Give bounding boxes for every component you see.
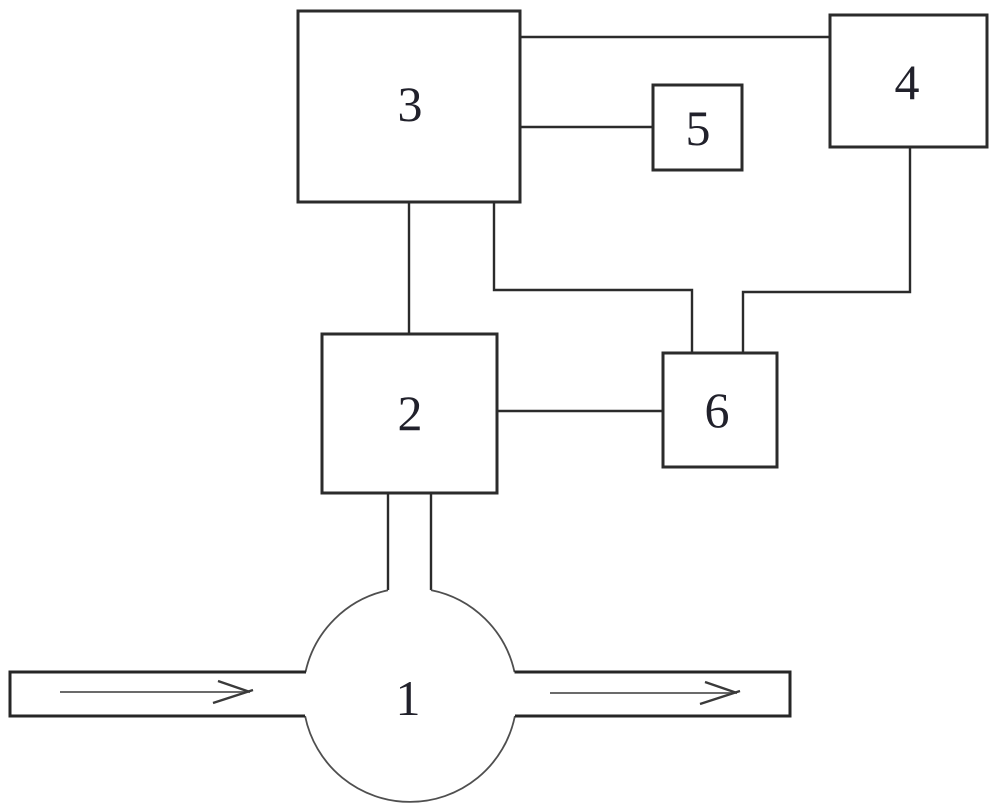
flow-arrow-inlet-upper-barb bbox=[217, 679, 251, 694]
flow-arrow-inlet-lower-barb bbox=[212, 688, 254, 705]
pipe-right bbox=[514, 670, 792, 718]
block-5-rect bbox=[651, 83, 744, 172]
block-6-rect bbox=[661, 351, 779, 469]
block-4-rect bbox=[828, 13, 989, 149]
block-4-label: 4 bbox=[895, 54, 920, 110]
block-2-rect bbox=[320, 332, 499, 495]
block-1-label: 1 bbox=[396, 670, 421, 726]
block-6-label: 6 bbox=[705, 382, 730, 438]
flow-arrow-outlet-lower-barb bbox=[699, 689, 741, 706]
block-3-rect bbox=[296, 9, 522, 204]
chamber-circle bbox=[304, 589, 516, 803]
pipe-left bbox=[8, 670, 306, 718]
flow-arrow-outlet bbox=[550, 680, 741, 706]
block-3-label: 3 bbox=[398, 76, 423, 132]
flow-arrow-outlet-upper-barb bbox=[704, 680, 738, 695]
connector-4-6 bbox=[741, 147, 912, 353]
block-5-label: 5 bbox=[686, 100, 711, 156]
flow-arrow-inlet bbox=[60, 679, 254, 705]
connector-3-6 bbox=[492, 202, 694, 353]
block-2-label: 2 bbox=[398, 385, 423, 441]
